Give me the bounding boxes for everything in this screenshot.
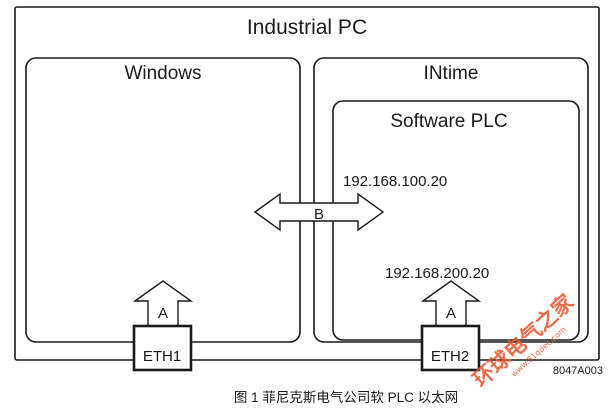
eth1-port-box [132, 324, 193, 372]
industrial-pc-title: Industrial PC [247, 16, 367, 39]
ip-address-upper: 192.168.100.20 [343, 173, 447, 190]
intime-title: INtime [424, 63, 479, 84]
ip-address-lower: 192.168.200.20 [385, 265, 489, 282]
double-arrow-b-icon [253, 192, 385, 232]
windows-title: Windows [124, 63, 201, 84]
arrow-b-label: B [314, 206, 324, 223]
eth2-port-box [420, 324, 481, 372]
figure-code: 8047A003 [553, 365, 603, 377]
up-arrow-a-left-icon [132, 280, 194, 327]
figure-caption: 图 1 菲尼克斯电气公司软 PLC 以太网 [234, 390, 458, 405]
eth1-label: ETH1 [143, 348, 181, 365]
arrow-a-left-label: A [158, 305, 168, 322]
software-plc-title: Software PLC [390, 111, 507, 132]
eth2-label: ETH2 [431, 348, 469, 365]
arrow-a-right-label: A [446, 305, 456, 322]
up-arrow-a-right-icon [420, 280, 482, 327]
